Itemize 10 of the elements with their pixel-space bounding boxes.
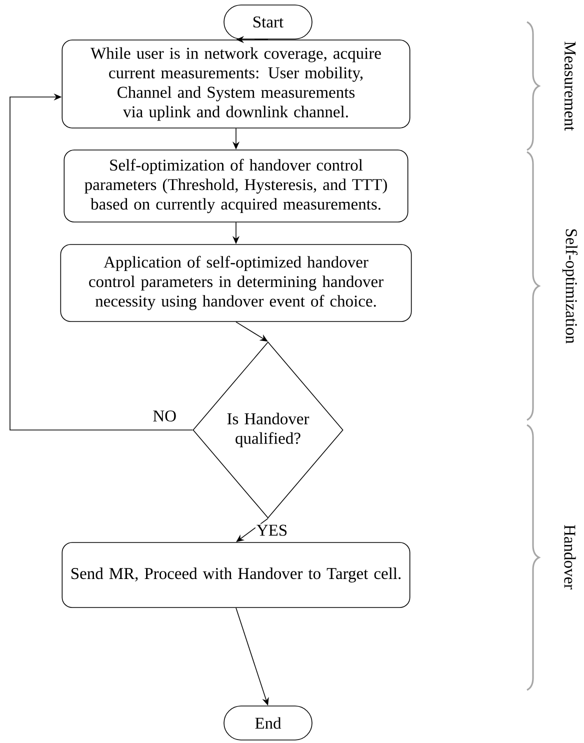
section-label: Handover	[564, 524, 576, 590]
process-box: Send MR, Proceed with Handover to Target cell.	[62, 542, 410, 608]
process-box: Application of self-optimized handover control parameters in determining handover necessity using handover event of choice.	[60, 244, 412, 322]
section-label: Self-optimization	[562, 229, 578, 344]
process-box: Self-optimization of handover control parameters (Threshold, Hysteresis, and TTT) based on currently acquired measurements.	[64, 150, 408, 222]
edge-label: YES	[255, 524, 289, 537]
arrow	[10, 93, 193, 430]
section-label: Measurement	[564, 42, 576, 131]
process-box: While user is in network coverage, acquire current measurements: User mobility, Channel and System measurements via uplink and downlink channel.	[62, 40, 410, 128]
edge-label: NO	[152, 409, 178, 423]
